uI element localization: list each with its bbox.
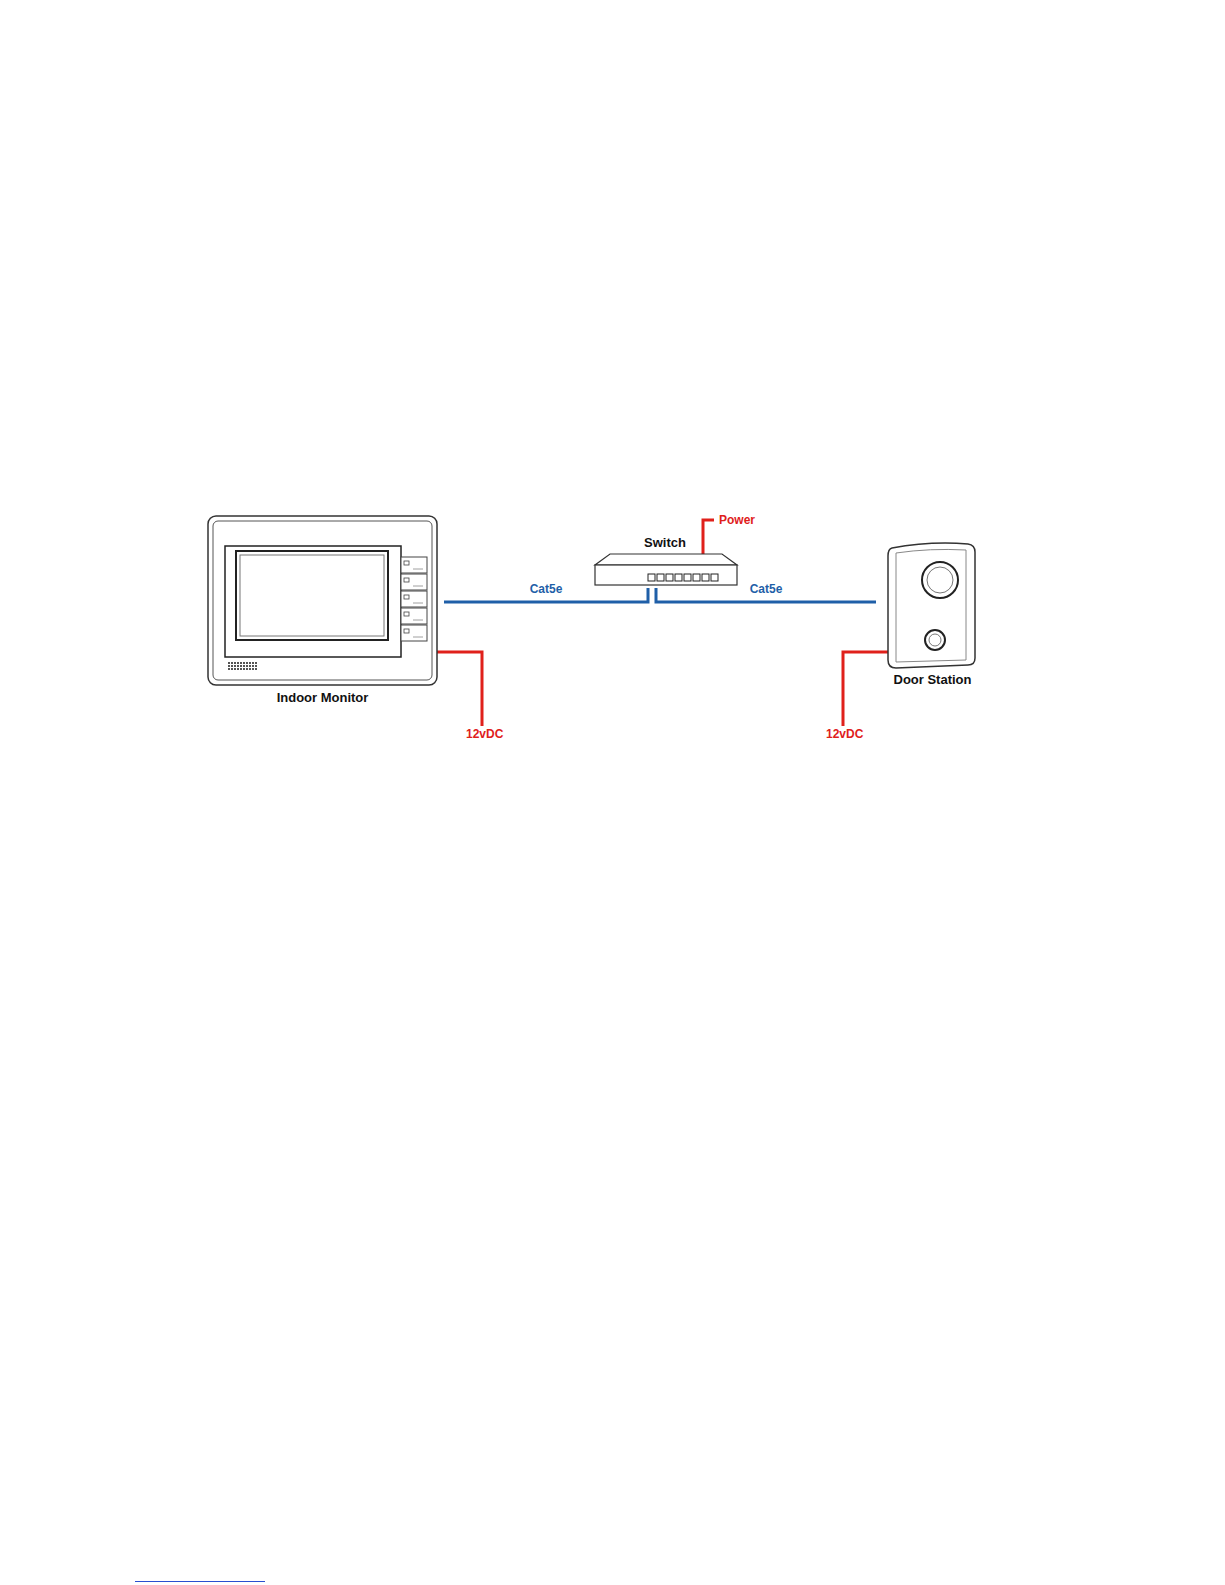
device-label: Switch xyxy=(586,535,744,550)
power-label: 12vDC xyxy=(826,727,863,741)
cable-label: Cat5e xyxy=(748,582,785,596)
power-wire xyxy=(703,520,714,554)
door-station-drawing xyxy=(880,540,985,690)
network-switch: Switch xyxy=(586,533,744,588)
device-label: Door Station xyxy=(876,672,989,687)
power-label: Power xyxy=(719,513,755,527)
footer-rule xyxy=(135,1581,265,1582)
power-wire xyxy=(843,652,890,726)
door-station: Door Station xyxy=(876,540,989,690)
indoor-monitor: Indoor Monitor xyxy=(201,512,444,708)
cable-label: Cat5e xyxy=(528,582,565,596)
device-label: Indoor Monitor xyxy=(201,690,444,705)
power-wire xyxy=(437,652,482,726)
indoor-monitor-drawing xyxy=(205,512,440,708)
power-label: 12vDC xyxy=(466,727,503,741)
